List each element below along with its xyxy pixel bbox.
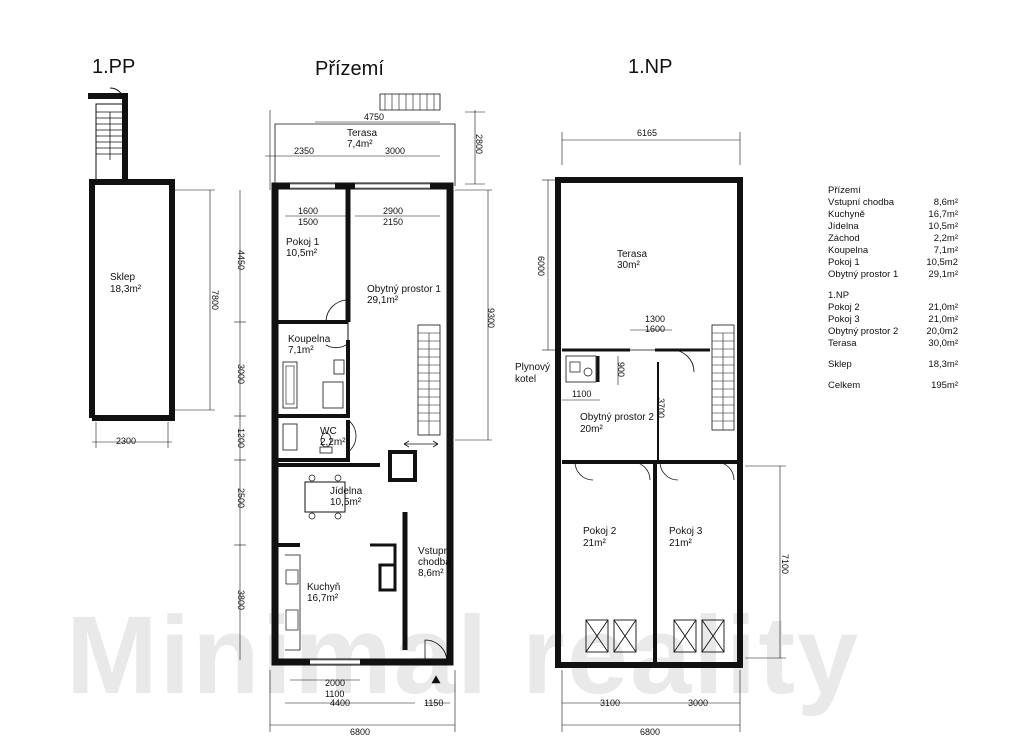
room-name-chodba: chodba (418, 557, 451, 568)
room-area-pokoj1: 10,5m² (286, 248, 318, 259)
room-name-obytny2: Obytný prostor 2 (580, 412, 654, 423)
room-area-pokoj2: 21m² (583, 538, 606, 549)
room-name-wc: WC (320, 426, 337, 437)
room-name-koupelna: Koupelna (288, 334, 331, 345)
dim-1200: 1200 (236, 428, 246, 449)
room-name-terasa-ground: Terasa (347, 128, 378, 139)
room-name-sklep: Sklep (110, 272, 136, 283)
dim-4400: 4400 (330, 698, 351, 708)
room-name-pokoj3: Pokoj 3 (669, 526, 703, 537)
level-title-np: 1.NP (628, 56, 673, 78)
dim-2000: 2000 (325, 678, 346, 688)
dim-3800: 3800 (236, 590, 246, 611)
dim-1500: 1500 (298, 217, 319, 227)
legend-title-ground: Přízemí (828, 185, 861, 196)
dim-2800: 2800 (474, 134, 484, 155)
np-plan (542, 132, 786, 732)
label-plynovy: Plynový (515, 362, 551, 373)
label-kotel: kotel (515, 374, 537, 385)
dim-1100-np: 1100 (572, 389, 592, 399)
room-area-vstupni-chodba: 8,6m² (418, 568, 444, 579)
room-name-pokoj2: Pokoj 2 (583, 526, 617, 537)
dim-3000-vertical: 3000 (236, 364, 246, 385)
room-area-wc: 2,2m² (320, 437, 346, 448)
dim-3100: 3100 (600, 698, 621, 708)
pp-plan (88, 87, 215, 448)
level-title-pp: 1.PP (92, 56, 136, 78)
dim-2350: 2350 (294, 146, 315, 156)
dim-pp-height: 7800 (210, 290, 220, 311)
room-area-jidelna: 10,5m² (330, 497, 362, 508)
ground-plan (234, 93, 492, 732)
dim-pp-width: 2300 (116, 436, 137, 446)
room-area-sklep: 18,3m² (110, 284, 142, 295)
room-name-pokoj1: Pokoj 1 (286, 237, 320, 248)
dim-9300: 9300 (486, 308, 496, 329)
dim-1300: 1300 (645, 314, 666, 324)
dim-1100: 1100 (325, 689, 345, 699)
room-area-obytny2: 20m² (580, 424, 603, 435)
dim-6800-ground: 6800 (350, 727, 371, 737)
dim-2500: 2500 (236, 488, 246, 509)
dim-7100: 7100 (780, 554, 790, 575)
dim-3000: 3000 (385, 146, 406, 156)
dim-2150: 2150 (383, 217, 404, 227)
room-area-koupelna: 7,1m² (288, 345, 314, 356)
room-area-pokoj3: 21m² (669, 538, 692, 549)
level-title-ground: Přízemí (315, 58, 384, 80)
dim-2900: 2900 (383, 206, 404, 216)
room-area-kuchyn: 16,7m² (307, 593, 339, 604)
dim-4750: 4750 (364, 112, 385, 122)
watermark: Minimal reality (66, 594, 861, 717)
dim-6165: 6165 (637, 128, 658, 138)
room-name-terasa-np: Terasa (617, 249, 648, 260)
dim-1600-np: 1600 (645, 324, 666, 334)
room-area-obytny1: 29,1m² (367, 295, 399, 306)
room-name-kuchyn: Kuchyň (307, 582, 341, 593)
dim-4450: 4450 (236, 250, 246, 271)
room-name-obytny1: Obytný prostor 1 (367, 284, 441, 295)
dim-3000-np: 3000 (688, 698, 709, 708)
dim-900: 900 (616, 362, 626, 378)
dim-6800-np: 6800 (640, 727, 661, 737)
dim-1150: 1150 (424, 698, 444, 708)
room-name-vstupni: Vstupní (418, 546, 452, 557)
legend-title-np: 1.NP (828, 290, 850, 301)
room-area-terasa-ground: 7,4m² (347, 139, 373, 150)
room-name-jidelna: Jídelna (330, 486, 363, 497)
dim-3700: 3700 (656, 398, 666, 419)
dim-6000: 6000 (536, 256, 546, 277)
dim-1600: 1600 (298, 206, 319, 216)
room-area-terasa-np: 30m² (617, 260, 640, 271)
